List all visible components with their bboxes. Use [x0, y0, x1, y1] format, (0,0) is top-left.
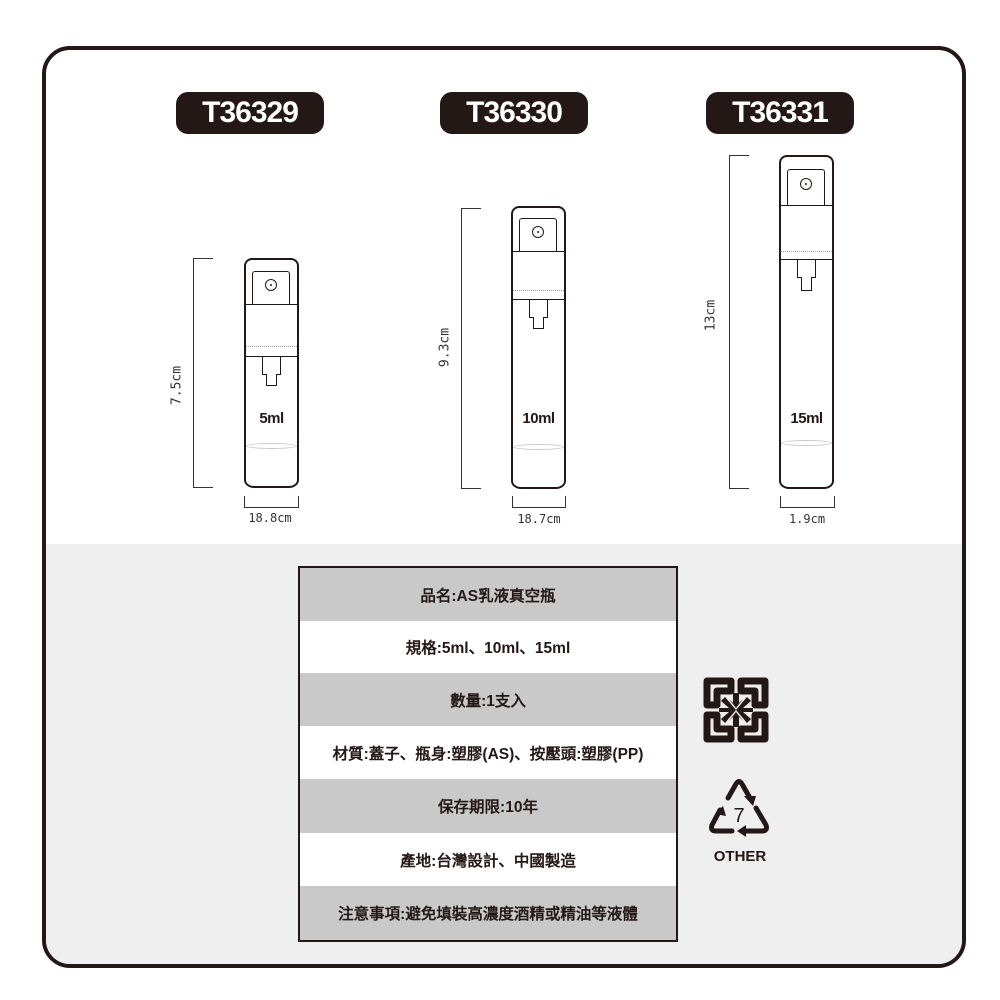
bottle-cap — [779, 155, 834, 259]
volume-label: 10ml — [522, 410, 555, 427]
cap-collar — [779, 205, 834, 259]
pump-stem — [797, 260, 816, 278]
width-dimension-line — [512, 496, 566, 508]
spec-row-caution: 注意事項:避免填裝高濃度酒精或精油等液體 — [300, 886, 676, 940]
cap-collar — [511, 251, 566, 299]
taiwan-recycle-icon — [703, 677, 769, 743]
bottle-5ml: 5ml — [244, 258, 299, 488]
pump-stem-tip — [266, 374, 277, 386]
pump-head — [252, 271, 290, 304]
cap-collar — [244, 304, 299, 356]
volume-label: 15ml — [790, 410, 823, 427]
thread-line — [246, 346, 297, 351]
width-dimension-label: 18.7cm — [517, 512, 561, 526]
model-tag-t36330: T36330 — [440, 92, 588, 134]
thread-line — [781, 251, 832, 256]
spec-text: 規格:5ml、10ml、15ml — [405, 640, 571, 657]
pump-head — [787, 169, 825, 205]
spec-text: 產地:台灣設計、中國製造 — [400, 852, 576, 870]
spec-row-product-name: 品名:AS乳液真空瓶 — [300, 568, 676, 621]
bottle-body — [779, 259, 834, 489]
width-dimension-label: 1.9cm — [788, 512, 826, 526]
fill-line — [513, 444, 564, 450]
pump-stem-tip — [801, 277, 812, 291]
pump-head — [519, 218, 557, 251]
spec-row-quantity: 數量:1支入 — [300, 673, 676, 726]
height-dimension-line — [193, 258, 213, 488]
spec-table: 品名:AS乳液真空瓶 規格:5ml、10ml、15ml 數量:1支入 材質:蓋子… — [298, 566, 678, 942]
bottle-15ml: 15ml — [779, 155, 834, 489]
bottle-body — [244, 356, 299, 488]
height-dimension-line — [461, 208, 481, 489]
height-dimension-line — [729, 155, 749, 489]
spec-row-shelf-life: 保存期限:10年 — [300, 779, 676, 833]
spec-text: 品名:AS乳液真空瓶 — [420, 587, 556, 605]
pump-stem — [529, 300, 548, 318]
model-code: T36330 — [466, 96, 563, 129]
model-code: T36329 — [202, 96, 299, 129]
svg-text:7: 7 — [733, 805, 744, 827]
nozzle-icon — [800, 178, 812, 190]
spec-row-origin: 產地:台灣設計、中國製造 — [300, 833, 676, 886]
bottle-10ml: 10ml — [511, 206, 566, 489]
thread-line — [513, 290, 564, 295]
fill-line — [781, 440, 832, 446]
spec-text: 保存期限:10年 — [438, 799, 538, 816]
pump-stem-tip — [533, 317, 544, 329]
height-dimension-label: 13cm — [703, 299, 719, 332]
width-dimension-line — [780, 496, 835, 508]
height-dimension-label: 9.3cm — [437, 327, 453, 368]
resin-code-7-icon: 7 — [706, 776, 772, 838]
spec-row-sizes: 規格:5ml、10ml、15ml — [300, 621, 676, 673]
model-code: T36331 — [732, 96, 829, 129]
spec-text: 數量:1支入 — [450, 692, 526, 710]
fill-line — [246, 443, 297, 449]
pump-stem — [262, 357, 281, 375]
spec-text: 材質:蓋子、瓶身:塑膠(AS)、按壓頭:塑膠(PP) — [332, 745, 644, 763]
nozzle-icon — [265, 279, 277, 291]
width-dimension-line — [244, 496, 299, 508]
model-tag-t36331: T36331 — [706, 92, 854, 134]
model-tag-t36329: T36329 — [176, 92, 324, 134]
width-dimension-label: 18.8cm — [248, 511, 292, 525]
spec-text: 注意事項:避免填裝高濃度酒精或精油等液體 — [338, 906, 638, 923]
spec-row-material: 材質:蓋子、瓶身:塑膠(AS)、按壓頭:塑膠(PP) — [300, 726, 676, 779]
bottle-cap — [511, 206, 566, 299]
nozzle-icon — [532, 226, 544, 238]
height-dimension-label: 7.5cm — [169, 365, 185, 406]
volume-label: 5ml — [259, 410, 284, 427]
bottle-cap — [244, 258, 299, 356]
resin-code-label: OTHER — [713, 848, 767, 865]
bottle-body — [511, 299, 566, 489]
